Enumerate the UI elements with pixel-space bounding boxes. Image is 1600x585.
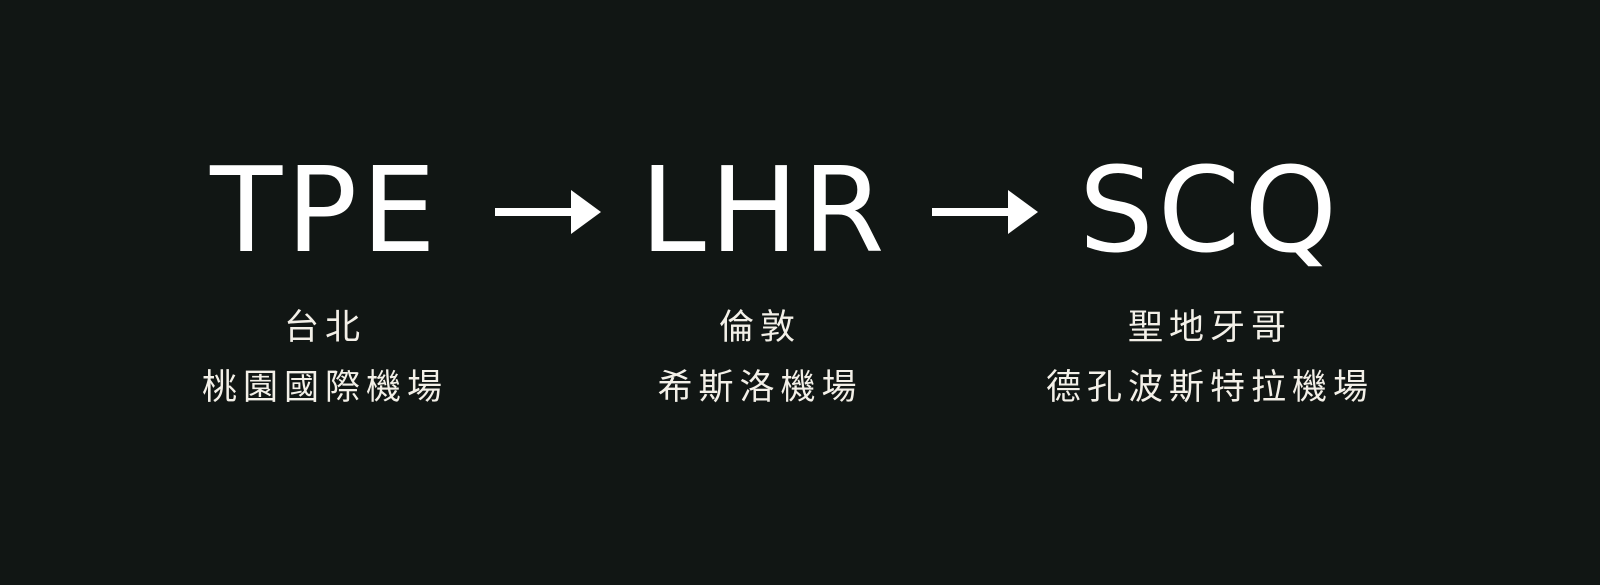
airport-name: 希斯洛機場 — [657, 368, 863, 408]
airport-name: 桃園國際機場 — [201, 368, 448, 408]
right-arrow-icon — [932, 190, 1038, 234]
city-name: 聖地牙哥 — [1127, 308, 1292, 348]
airport-code: SCQ — [1078, 141, 1342, 279]
airport-code: LHR — [640, 141, 889, 279]
stop-lhr: LHR 倫敦 希斯洛機場 — [640, 141, 889, 408]
airport-name: 德孔波斯特拉機場 — [1045, 368, 1374, 408]
right-arrow-icon — [495, 190, 601, 234]
city-name: 台北 — [283, 308, 366, 348]
stop-tpe: TPE 台北 桃園國際機場 — [195, 150, 455, 408]
stop-scq: SCQ 聖地牙哥 德孔波斯特拉機場 — [1040, 150, 1380, 408]
airport-code: TPE — [210, 141, 440, 279]
city-name: 倫敦 — [718, 308, 801, 348]
